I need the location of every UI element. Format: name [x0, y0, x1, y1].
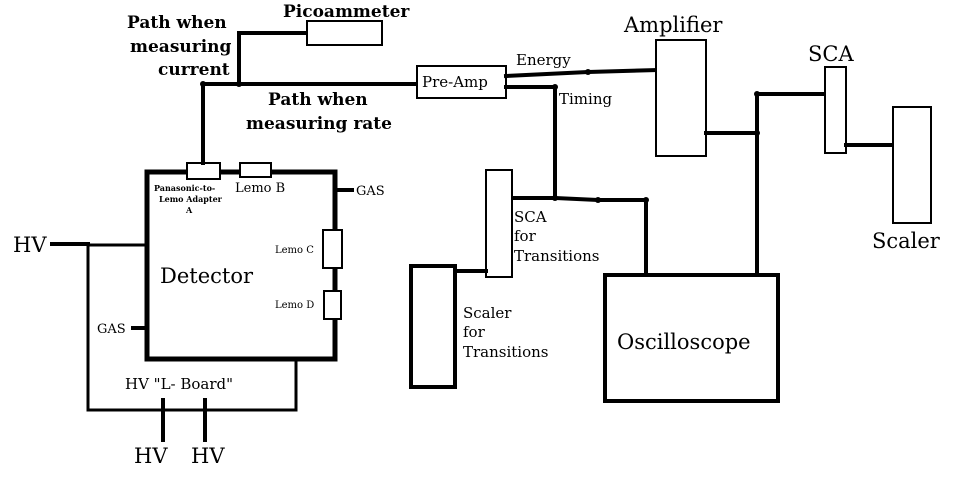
junction-dot	[585, 69, 591, 75]
scaler-trans-label-2: for	[463, 323, 486, 341]
junction-dot	[236, 81, 242, 87]
hv-bottom-label-2: HV	[191, 444, 225, 468]
path-current-label-3: current	[158, 60, 230, 80]
adapter-a-box	[186, 162, 221, 180]
preamp-box	[416, 65, 507, 99]
oscilloscope-label: Oscilloscope	[617, 330, 751, 354]
scaler-trans-label-1: Scaler	[463, 304, 512, 322]
detector-label: Detector	[160, 264, 254, 288]
amplifier-box	[655, 39, 707, 157]
path-rate-label-1: Path when	[268, 90, 368, 110]
picoammeter-label: Picoammeter	[283, 2, 410, 22]
gas-top-label: GAS	[356, 184, 385, 199]
amp-to-sca-line	[704, 92, 827, 135]
hv-lboard-label: HV "L- Board"	[125, 375, 233, 393]
oscilloscope-box	[603, 273, 780, 403]
path-current-label-1: Path when	[127, 13, 227, 33]
gas-bottom-label: GAS	[97, 322, 126, 337]
sca-top-label: SCA	[808, 42, 854, 66]
preamp-label: Pre-Amp	[422, 73, 488, 91]
adapter-a-label-3: A	[185, 205, 193, 215]
sca-trans-label-1: SCA	[514, 208, 547, 226]
lemo-c-box	[322, 229, 343, 269]
junction-dot	[754, 91, 760, 97]
scaler-box	[892, 106, 932, 224]
sca-trans-label-2: for	[514, 227, 537, 245]
junction-dot	[643, 197, 649, 203]
sca-transitions-box	[485, 169, 513, 278]
junction-dot	[754, 130, 760, 136]
scaler-label: Scaler	[872, 229, 941, 253]
junction-dot	[552, 84, 558, 90]
junction-dot	[595, 197, 601, 203]
adapter-a-label-2: Lemo Adapter	[159, 194, 223, 204]
path-rate-label-2: measuring rate	[246, 114, 392, 134]
lemo-b-box	[239, 162, 272, 178]
hv-bottom-label-1: HV	[134, 444, 168, 468]
lemo-d-label: Lemo D	[275, 300, 314, 311]
scaler-trans-label-3: Transitions	[463, 343, 549, 361]
junction-dot	[200, 81, 206, 87]
adapter-a-label-1: Panasonic-to-	[154, 183, 215, 193]
current-path-dotted	[237, 31, 309, 86]
energy-label: Energy	[516, 51, 571, 69]
path-current-label-2: measuring	[130, 37, 232, 57]
scaler-transitions-box	[409, 264, 457, 389]
timing-line	[504, 85, 557, 200]
timing-label: Timing	[559, 90, 612, 108]
sca-trans-label-3: Transitions	[514, 247, 600, 265]
lemo-c-label: Lemo C	[275, 245, 314, 256]
hv-left-label: HV	[13, 233, 47, 257]
junction-dot	[552, 195, 558, 201]
sca-trans-to-scope-line	[552, 195, 648, 277]
amplifier-label: Amplifier	[623, 13, 723, 37]
sca-top-box	[824, 66, 847, 154]
lemo-b-label: Lemo B	[235, 181, 285, 196]
energy-line	[503, 67, 659, 79]
lemo-d-box	[323, 290, 342, 320]
picoammeter-box	[306, 20, 383, 46]
hv-lboard-outline	[86, 243, 298, 412]
